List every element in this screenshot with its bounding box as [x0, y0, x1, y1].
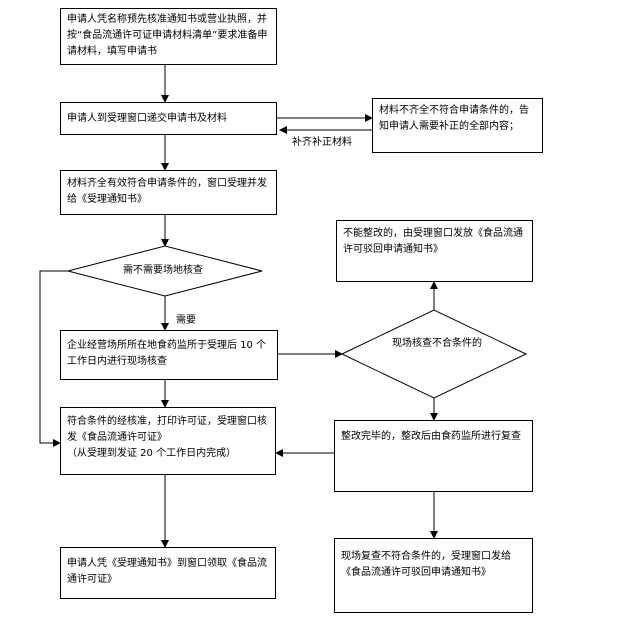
- approve-license-box: 符合条件的经核准，打印许可证，受理窗口核发《食品流通许可证》 （从受理到发证 2…: [60, 407, 276, 475]
- reject1-text: 不能整改的，由受理窗口发放《食品流通许可驳回申请通知书》: [343, 228, 523, 255]
- approve-text: 符合条件的经核准，打印许可证，受理窗口核发《食品流通许可证》: [67, 416, 267, 443]
- rectify-recheck-box: 整改完毕的，整改后由食药监所进行复查: [334, 420, 533, 492]
- approve-note: （从受理到发证 20 个工作日内完成）: [67, 448, 237, 459]
- incomplete-materials-box: 材料不齐全不符合申请条件的，告知申请人需要补正的全部内容；: [372, 98, 543, 153]
- decision-site-check-diamond: [67, 245, 263, 297]
- reject2-recheck-fail-box: 现场复查不符合条件的，受理窗口发给《食品流通许可驳回申请通知书》: [334, 538, 533, 613]
- arrow-decision-approve: [39, 270, 68, 447]
- step4-site-inspection-box: 企业经营场所所在地食药监所于受理后 10 个工作日内进行现场核查: [60, 330, 278, 380]
- decision-fail-label: 现场核查不合条件的: [392, 336, 482, 352]
- incomplete-text: 材料不齐全不符合申请条件的，告知申请人需要补正的全部内容；: [379, 105, 529, 132]
- decision-site-check-label: 需不需要场地核查: [123, 265, 203, 276]
- step4-text: 企业经营场所所在地食药监所于受理后 10 个工作日内进行现场核查: [67, 340, 267, 367]
- step2-submit-box: 申请人到受理窗口递交申请书及材料: [60, 102, 277, 135]
- step2-text: 申请人到受理窗口递交申请书及材料: [67, 113, 227, 124]
- rectify-text: 整改完毕的，整改后由食药监所进行复查: [341, 431, 521, 442]
- reject2-text: 现场复查不符合条件的，受理窗口发给《食品流通许可驳回申请通知书》: [341, 551, 511, 578]
- collect-text: 申请人凭《受理通知书》到窗口领取《食品流通许可证》: [67, 558, 267, 585]
- decision-fail-text: 现场核查不合条件的: [392, 338, 482, 349]
- collect-license-box: 申请人凭《受理通知书》到窗口领取《食品流通许可证》: [60, 547, 276, 599]
- decision-fail-diamond: [340, 309, 528, 399]
- step1-prepare-materials-box: 申请人凭名称预先核准通知书或营业执照，并按“食品流通许可证申请材料清单”要求准备…: [60, 8, 277, 65]
- step3-text: 材料齐全有效符合申请条件的，窗口受理并发给《受理通知书》: [67, 178, 267, 205]
- reject1-cannot-rectify-box: 不能整改的，由受理窗口发放《食品流通许可驳回申请通知书》: [336, 220, 533, 282]
- step1-text: 申请人凭名称预先核准通知书或营业执照，并按“食品流通许可证申请材料清单”要求准备…: [67, 14, 268, 57]
- step3-accept-box: 材料齐全有效符合申请条件的，窗口受理并发给《受理通知书》: [60, 170, 277, 215]
- need-label: 需要: [176, 315, 196, 326]
- supplement-label: 补齐补正材料: [292, 137, 352, 148]
